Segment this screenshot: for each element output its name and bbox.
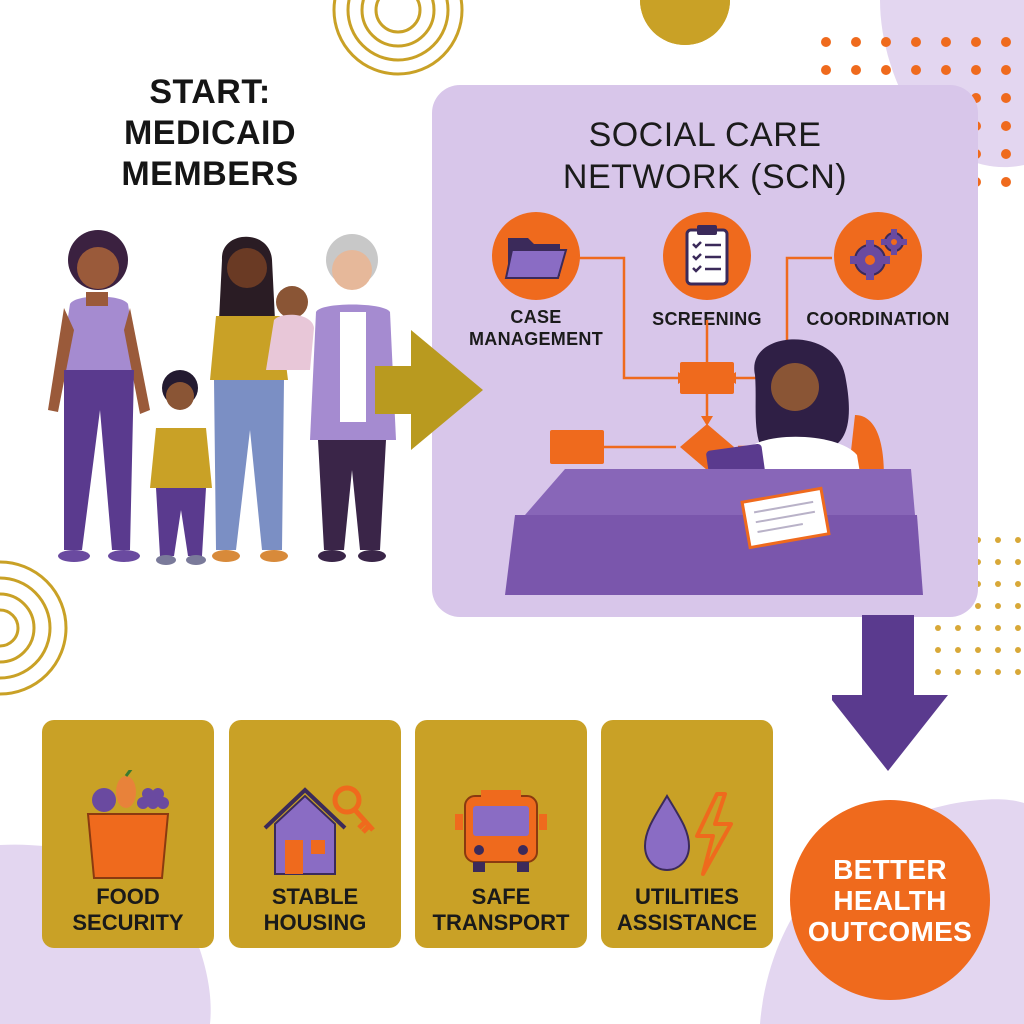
stable-housing-label-line1: STABLE [271,884,359,909]
case-management-label: CASE MANAGEMENT [462,306,610,350]
start-heading: START: MEDICAID MEMBERS [70,72,350,195]
scn-flowchart [550,256,832,470]
outcome-label-line1: BETTER [833,853,947,885]
outcome-label: BETTER HEALTH OUTCOMES [808,854,972,947]
coordination-label: COORDINATION [794,308,962,330]
food-security-label: FOOD SECURITY [42,884,214,936]
house-key-icon [263,785,375,875]
start-heading-line2: MEDICAID [123,114,297,152]
safe-transport-label-line1: SAFE [471,884,531,909]
grandmother-figure [310,234,396,562]
medicaid-family-illustration [48,230,396,565]
start-heading-line1: START: [149,73,271,111]
service-card-stable-housing: STABLE HOUSING [229,720,401,948]
safe-transport-label: SAFE TRANSPORT [415,884,587,936]
bus-icon [455,790,547,872]
utilities-assistance-label: UTILITIES ASSISTANCE [601,884,773,936]
clipboard-checklist-icon [685,225,729,286]
scn-title: SOCIAL CARE NETWORK (SCN) [470,114,940,198]
coordination-circle [834,212,922,300]
water-lightning-icon [643,792,733,876]
folder-icon [504,238,568,279]
coordination-label-line1: COORDINATION [806,309,950,329]
outcome-label-line3: OUTCOMES [807,915,973,947]
mother-with-baby-figure [210,236,314,562]
case-management-label-line1: CASE [510,307,562,327]
utilities-assistance-label-line1: UTILITIES [635,884,739,909]
screening-circle [663,212,751,300]
scn-title-line1: SOCIAL CARE [588,116,822,154]
arrow-to-outcome-icon [832,615,948,771]
arrow-to-scn-icon [375,330,483,450]
service-card-safe-transport: SAFE TRANSPORT [415,720,587,948]
safe-transport-label-line2: TRANSPORT [432,910,570,935]
service-card-utilities-assistance: UTILITIES ASSISTANCE [601,720,773,948]
utilities-assistance-label-line2: ASSISTANCE [616,910,758,935]
case-worker-illustration [505,339,923,595]
gears-icon [850,229,907,280]
screening-label-line1: SCREENING [652,309,762,329]
better-health-outcomes-circle: BETTER HEALTH OUTCOMES [790,800,990,1000]
service-card-food-security: FOOD SECURITY [42,720,214,948]
stable-housing-label-line2: HOUSING [263,910,367,935]
outcome-label-line2: HEALTH [833,884,947,916]
case-management-label-line2: MANAGEMENT [469,329,603,349]
screening-label: SCREENING [632,308,782,330]
food-security-label-line1: FOOD [96,884,160,909]
food-security-label-line2: SECURITY [72,910,184,935]
child-figure [150,370,212,565]
stable-housing-label: STABLE HOUSING [229,884,401,936]
start-heading-line3: MEMBERS [121,155,299,193]
case-management-circle [492,212,580,300]
scn-title-line2: NETWORK (SCN) [562,158,848,196]
woman-figure [48,230,150,562]
grocery-bag-icon [86,770,170,879]
